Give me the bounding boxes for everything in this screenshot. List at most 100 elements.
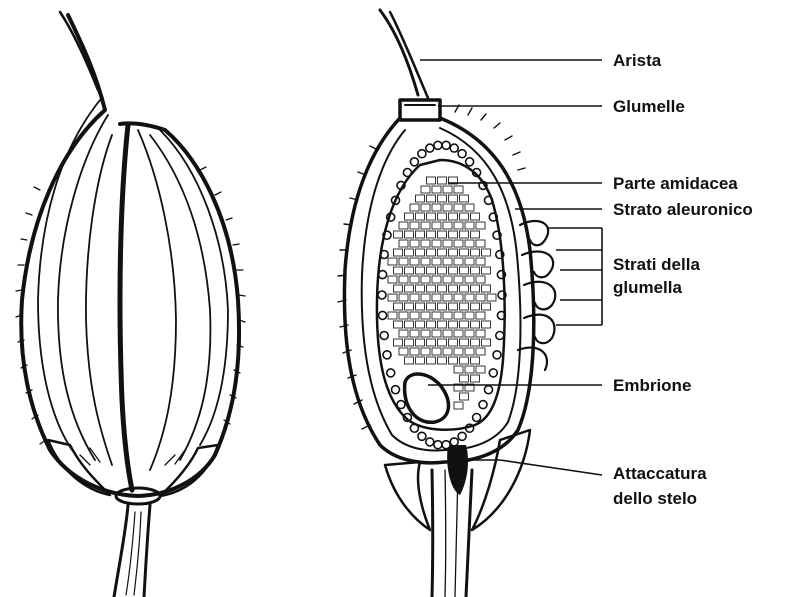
starch-cell (427, 303, 436, 310)
starch-cell (399, 348, 408, 355)
aleurone-cell (458, 432, 466, 440)
starch-cell (410, 222, 419, 229)
starch-cell (421, 204, 430, 211)
starch-cell (410, 330, 419, 337)
starch-cell (454, 240, 463, 247)
label-parte-amidacea: Parte amidacea (613, 174, 738, 193)
starch-cell (482, 249, 491, 256)
aleurone-cell (434, 441, 442, 449)
starch-cell (443, 276, 452, 283)
starch-cell (438, 339, 447, 346)
starch-cell (471, 375, 480, 382)
starch-cell (482, 303, 491, 310)
starch-cell (405, 231, 414, 238)
aleurone-cell (473, 414, 481, 422)
starch-cell (421, 294, 430, 301)
aleurone-cell (458, 150, 466, 158)
starch-cell (438, 195, 447, 202)
starch-cell (432, 294, 441, 301)
starch-cell (476, 330, 485, 337)
starch-cell (449, 213, 458, 220)
starch-cell (460, 267, 469, 274)
label-glumelle: Glumelle (613, 97, 685, 116)
starch-cell (443, 240, 452, 247)
label-strato-aleuronico: Strato aleuronico (613, 200, 753, 219)
starch-cell (454, 312, 463, 319)
aleurone-cell (380, 332, 388, 340)
starch-cell (405, 267, 414, 274)
starch-cell (427, 267, 436, 274)
starch-cell (432, 276, 441, 283)
starch-cell (443, 258, 452, 265)
starch-cell (410, 258, 419, 265)
starch-cell (476, 258, 485, 265)
starch-cell (460, 393, 469, 400)
starch-cell (471, 303, 480, 310)
starch-cell (405, 285, 414, 292)
starch-cell (454, 258, 463, 265)
aleurone-cell (434, 141, 442, 149)
starch-cell (443, 222, 452, 229)
starch-cell (460, 321, 469, 328)
starch-cell (460, 195, 469, 202)
starch-cell (460, 303, 469, 310)
starch-cell (465, 222, 474, 229)
starch-cell (476, 294, 485, 301)
starch-cell (471, 231, 480, 238)
starch-cell (416, 357, 425, 364)
starch-cell (449, 231, 458, 238)
starch-cell (394, 231, 403, 238)
aleurone-cell (379, 311, 387, 319)
aleurone-cell (387, 369, 395, 377)
aleurone-cell (426, 144, 434, 152)
starch-cell (427, 357, 436, 364)
starch-cell (449, 267, 458, 274)
starch-cell (476, 240, 485, 247)
starch-cell (388, 258, 397, 265)
aleurone-cell (493, 351, 501, 359)
starch-cell (465, 240, 474, 247)
starch-cell (460, 213, 469, 220)
starch-cell (460, 339, 469, 346)
aleurone-cell (379, 271, 387, 279)
starch-cell (399, 258, 408, 265)
starch-cell (405, 303, 414, 310)
starch-cell (410, 204, 419, 211)
starch-cell (465, 204, 474, 211)
starch-cell (482, 339, 491, 346)
starch-cell (394, 339, 403, 346)
starch-cell (421, 312, 430, 319)
starch-cell (427, 249, 436, 256)
aleurone-cell (383, 351, 391, 359)
starch-cell (399, 330, 408, 337)
starch-cell (394, 249, 403, 256)
starch-cell (421, 222, 430, 229)
starch-cell (471, 321, 480, 328)
starch-cell (416, 321, 425, 328)
starch-cell (432, 348, 441, 355)
starch-cell (421, 186, 430, 193)
starch-cell (410, 348, 419, 355)
starch-cell (394, 267, 403, 274)
starch-cell (449, 303, 458, 310)
starch-cell (416, 231, 425, 238)
starch-cell (394, 321, 403, 328)
starch-cell (443, 330, 452, 337)
starch-cell (443, 294, 452, 301)
starch-cell (465, 366, 474, 373)
starch-cell (443, 312, 452, 319)
aleurone-cell (418, 432, 426, 440)
starch-cell (438, 249, 447, 256)
starch-cell (432, 312, 441, 319)
starch-cell (460, 375, 469, 382)
aleurone-cell (426, 438, 434, 446)
starch-cell (427, 339, 436, 346)
starch-cell (465, 276, 474, 283)
starch-cell (449, 249, 458, 256)
starch-cell (438, 267, 447, 274)
starch-cell (471, 267, 480, 274)
starch-cell (416, 339, 425, 346)
whole-grain-illustration (16, 12, 245, 597)
starch-cell (388, 312, 397, 319)
